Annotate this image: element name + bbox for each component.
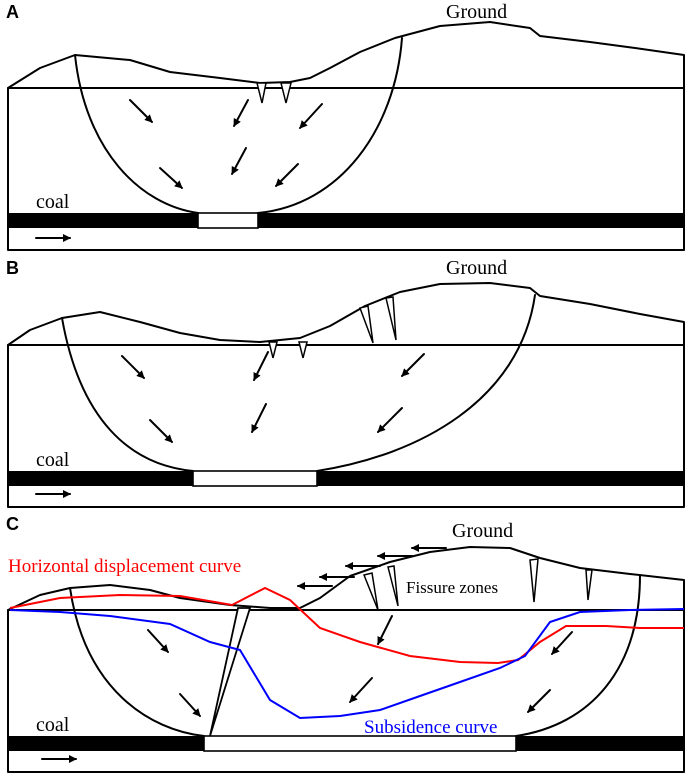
panel-a-ground-label: Ground: [446, 1, 507, 23]
panel-b-coal-seam-left: [8, 471, 193, 486]
horizontal-displacement-curve-label: Horizontal displacement curve: [8, 556, 241, 577]
panel-c-coal-label: coal: [36, 714, 70, 736]
panel-c-surface-movement-arrows: [297, 544, 447, 590]
panel-a-goaf: [197, 212, 259, 229]
panel-a-letter: A: [6, 2, 19, 22]
panel-c: C Ground coal Fissure zones: [6, 514, 685, 773]
panel-a-strata-box: [7, 87, 685, 251]
subsidence-curve-label: Subsidence curve: [364, 717, 497, 738]
panel-c-movement-arrows: [147, 615, 573, 717]
panel-c-ground-surface: [7, 546, 685, 611]
panel-a-coal-seam-right: [258, 213, 684, 228]
panel-a-basin-boundary: [74, 37, 403, 214]
panel-c-ground-label: Ground: [452, 520, 513, 542]
panel-a-coal-seam-left: [8, 213, 198, 228]
panel-c-fissure-label: Fissure zones: [406, 578, 498, 597]
panel-b-coal-label: coal: [36, 449, 70, 471]
panel-a-movement-arrows: [129, 99, 323, 189]
panel-b-surface-cracks: [268, 296, 397, 359]
panel-b-coal-seam-right: [317, 471, 684, 486]
panel-c-coal-seam-right: [516, 736, 684, 751]
panel-c-coal-seam-left: [8, 736, 204, 751]
panel-c-basin-boundary: [69, 574, 641, 737]
panel-c-strata-box: [7, 609, 685, 773]
subsidence-curve: [9, 608, 685, 720]
panel-b-strata-box: [7, 344, 685, 508]
panel-c-goaf: [203, 735, 517, 752]
panel-b: B Ground coal: [6, 257, 685, 508]
horizontal-displacement-curve: [9, 586, 684, 665]
panel-a-ground-surface: [7, 21, 685, 89]
panel-c-main-fissure: [209, 607, 252, 737]
panel-c-fissure-zone-cracks: [362, 558, 593, 611]
panel-a-coal-label: coal: [36, 191, 70, 213]
panel-b-ground-surface: [7, 282, 685, 346]
panel-b-letter: B: [6, 258, 19, 278]
panel-b-goaf: [192, 470, 318, 487]
panel-c-letter: C: [6, 514, 19, 534]
panel-b-basin-boundary: [61, 294, 536, 472]
panel-b-ground-label: Ground: [446, 257, 507, 279]
panel-a: A Ground coal: [6, 1, 685, 251]
panel-a-surface-cracks: [256, 82, 292, 104]
panel-b-movement-arrows: [121, 351, 425, 443]
